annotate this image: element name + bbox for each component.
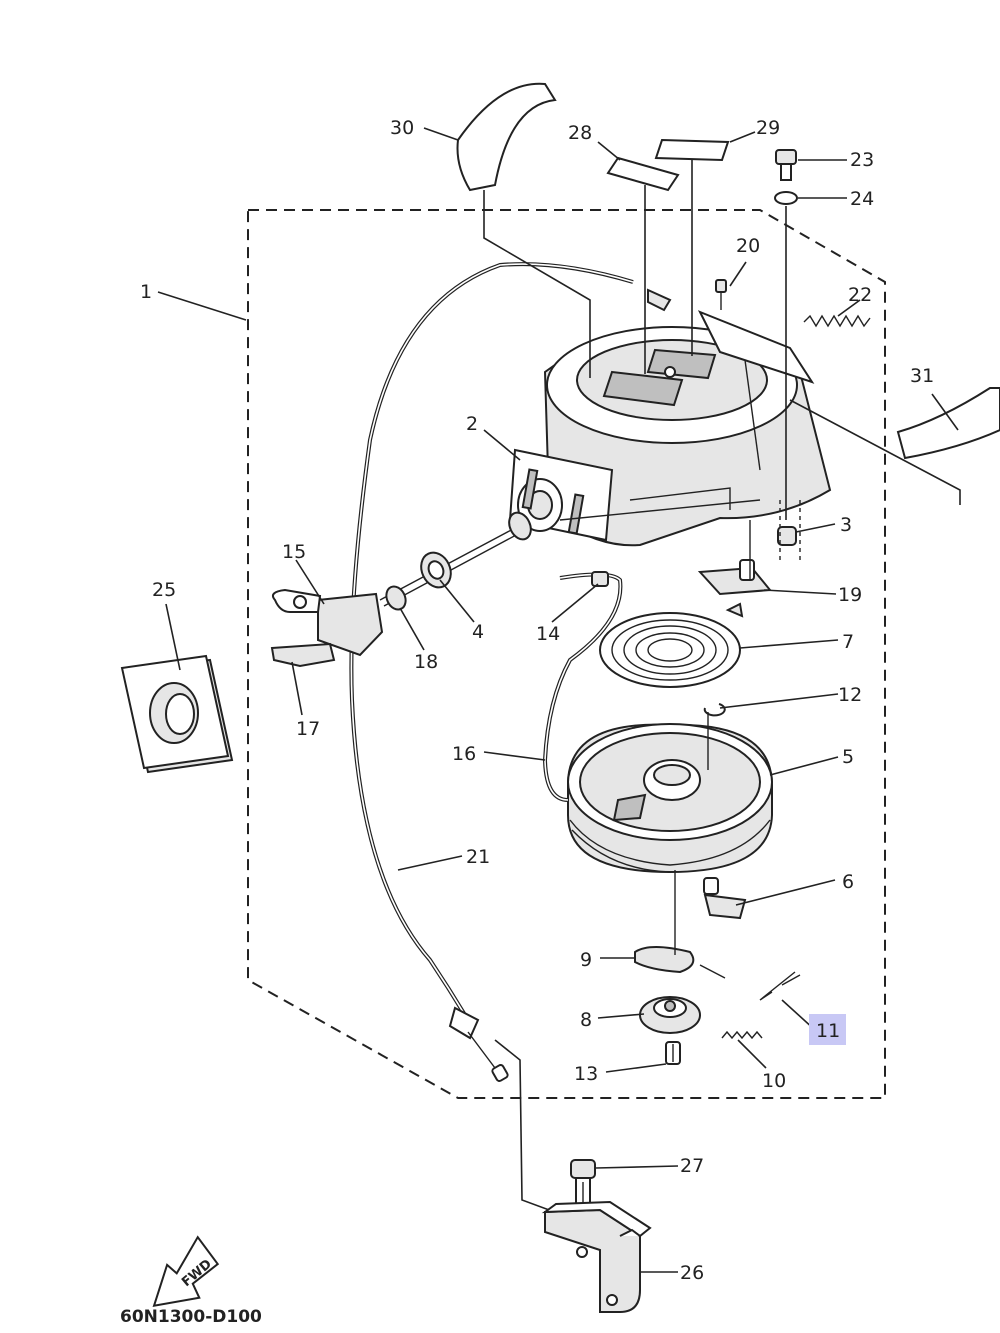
part-12-circlip bbox=[703, 703, 726, 717]
part-11-pawl-spring bbox=[759, 971, 801, 1001]
callout-8: 8 bbox=[580, 1009, 592, 1031]
callout-19: 19 bbox=[838, 584, 862, 606]
part-31-decal bbox=[896, 387, 1000, 460]
callout-2: 2 bbox=[466, 413, 478, 435]
part-14-clamp bbox=[591, 571, 609, 587]
callout-27: 27 bbox=[680, 1155, 704, 1177]
callout-labels: 1 2 3 4 5 6 7 8 9 10 11 12 13 14 15 16 1… bbox=[140, 117, 934, 1284]
callout-17: 17 bbox=[296, 718, 320, 740]
callout-3: 3 bbox=[840, 514, 852, 536]
callout-26: 26 bbox=[680, 1262, 704, 1284]
part-6-pawl bbox=[703, 877, 747, 920]
callout-31: 31 bbox=[910, 365, 934, 387]
part-5-pulley bbox=[567, 723, 773, 874]
part-2-starter-housing bbox=[508, 310, 832, 547]
drawing-code: 60N1300-D100 bbox=[120, 1307, 262, 1327]
callout-10: 10 bbox=[762, 1070, 786, 1092]
part-25-grommet-plate bbox=[120, 654, 234, 774]
callout-14: 14 bbox=[536, 623, 560, 645]
part-4-shaft bbox=[379, 511, 532, 607]
callout-22: 22 bbox=[848, 284, 872, 306]
part-23-bolt bbox=[775, 149, 797, 181]
part-20-pin bbox=[715, 279, 727, 310]
part-30-decal bbox=[456, 82, 557, 192]
callout-7: 7 bbox=[842, 631, 854, 653]
callout-9: 9 bbox=[580, 949, 592, 971]
callout-6: 6 bbox=[842, 871, 854, 893]
part-9-friction-plate bbox=[634, 946, 695, 974]
callout-1: 1 bbox=[140, 281, 152, 303]
callout-29: 29 bbox=[756, 117, 780, 139]
part-19-bracket bbox=[697, 559, 772, 596]
callout-30: 30 bbox=[390, 117, 414, 139]
callout-20: 20 bbox=[736, 235, 760, 257]
callout-12: 12 bbox=[838, 684, 862, 706]
part-17-clip bbox=[270, 642, 336, 668]
callout-11: 11 bbox=[816, 1020, 840, 1042]
part-8-drive-plate bbox=[639, 996, 701, 1034]
callout-16: 16 bbox=[452, 743, 476, 765]
assembly-boundary bbox=[247, 209, 886, 1099]
part-26-bracket bbox=[541, 1200, 652, 1313]
callout-18: 18 bbox=[414, 651, 438, 673]
fwd-arrow-icon: FWD bbox=[152, 1235, 220, 1308]
part-22-spring bbox=[803, 314, 871, 328]
callout-11-highlight bbox=[809, 1014, 846, 1045]
part-3-cap bbox=[777, 526, 797, 546]
callout-5: 5 bbox=[842, 746, 854, 768]
part-15-lever bbox=[272, 588, 384, 657]
part-16-cable bbox=[542, 572, 623, 802]
callout-4: 4 bbox=[472, 621, 484, 643]
callout-23: 23 bbox=[850, 149, 874, 171]
callout-15: 15 bbox=[282, 541, 306, 563]
part-10-spring bbox=[721, 1030, 763, 1040]
callout-28: 28 bbox=[568, 122, 592, 144]
part-13-bolt bbox=[665, 1041, 681, 1065]
callout-21: 21 bbox=[466, 846, 490, 868]
part-28-label bbox=[606, 156, 680, 192]
part-24-washer bbox=[774, 191, 798, 205]
callout-13: 13 bbox=[574, 1063, 598, 1085]
part-7-recoil-spring bbox=[599, 602, 744, 688]
part-29-label bbox=[654, 138, 730, 162]
part-21-cable bbox=[349, 262, 672, 1215]
callout-25: 25 bbox=[152, 579, 176, 601]
part-18-nut bbox=[385, 585, 407, 611]
callout-24: 24 bbox=[850, 188, 874, 210]
